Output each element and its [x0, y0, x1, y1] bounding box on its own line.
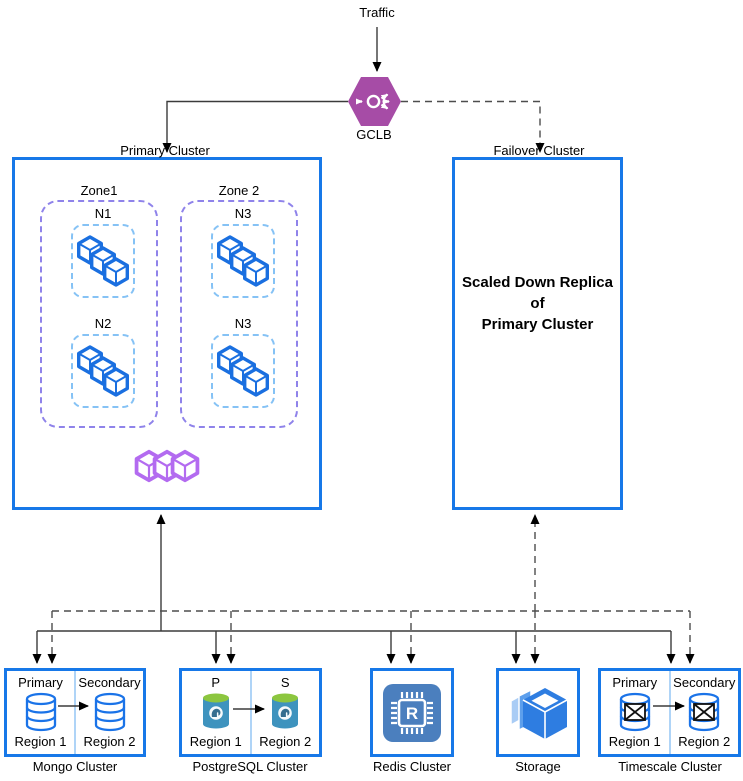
mongo-primary-role-label: Primary: [18, 675, 63, 690]
timescale-primary-half: Primary Region 1: [601, 671, 669, 754]
mongo-region1-label: Region 1: [14, 734, 67, 749]
node-n3a-box[interactable]: [211, 224, 275, 298]
mongo-cluster-box[interactable]: Primary Region 1 Secondary Region 2: [4, 668, 146, 757]
timescale-region2-label: Region 2: [678, 734, 731, 749]
pods-cubes-icon: [74, 345, 132, 402]
crossed-database-icon: [689, 692, 720, 732]
node-n2-label: N2: [94, 316, 112, 331]
primary-cluster-label: Primary Cluster: [120, 143, 210, 158]
mongo-secondary-half: Secondary Region 2: [74, 671, 143, 754]
zone1-label: Zone1: [80, 183, 118, 198]
mongo-primary-half: Primary Region 1: [7, 671, 74, 754]
postgres-secondary-half: S Region 2: [249, 671, 320, 754]
storage-title: Storage: [515, 759, 561, 774]
mongo-cluster-title: Mongo Cluster: [32, 759, 118, 774]
postgres-region2-label: Region 2: [259, 734, 312, 749]
postgres-secondary-role-label: S: [280, 675, 290, 690]
cloud-storage-box-icon: [510, 687, 568, 739]
storage-box[interactable]: [496, 668, 580, 757]
failover-cluster-box[interactable]: Scaled Down Replica of Primary Cluster: [452, 157, 623, 510]
failover-description: Scaled Down Replica of Primary Cluster: [455, 160, 620, 507]
gclb-label: GCLB: [356, 127, 392, 142]
gclb-hexagon: [348, 77, 401, 126]
redis-cluster-box[interactable]: R: [370, 668, 454, 757]
purple-pods-icon: [134, 448, 200, 489]
postgresql-cylinder-icon: [202, 693, 229, 729]
postgres-primary-role-label: P: [211, 675, 221, 690]
failover-cluster-label: Failover Cluster: [493, 143, 585, 158]
redis-cluster-title: Redis Cluster: [372, 759, 452, 774]
failover-description-line: Scaled Down Replica: [462, 274, 613, 291]
timescale-cluster-title: Timescale Cluster: [618, 759, 722, 774]
traffic-label: Traffic: [359, 5, 395, 20]
failover-description-line: of: [530, 295, 545, 312]
crossed-database-icon: [619, 692, 650, 732]
postgres-region1-label: Region 1: [189, 734, 242, 749]
pods-cubes-icon: [214, 235, 272, 292]
postgresql-cylinder-icon: [272, 693, 299, 729]
node-n3a-label: N3: [234, 206, 252, 221]
chip-pins: [391, 691, 433, 734]
mongo-region2-label: Region 2: [83, 734, 136, 749]
zone2-label: Zone 2: [218, 183, 260, 198]
redis-chip-letter: R: [406, 704, 418, 723]
pods-cubes-icon: [74, 235, 132, 292]
postgres-primary-half: P Region 1: [182, 671, 250, 754]
timescale-primary-role-label: Primary: [612, 675, 658, 690]
database-cylinder-icon: [25, 692, 56, 732]
postgresql-cluster-box[interactable]: P Region 1 S Region: [179, 668, 322, 757]
postgresql-cluster-title: PostgreSQL Cluster: [192, 759, 308, 774]
pods-cubes-icon: [214, 345, 272, 402]
timescale-cluster-box[interactable]: Primary Region 1 Secondary: [598, 668, 741, 757]
failover-description-line: Primary Cluster: [481, 316, 594, 333]
mongo-secondary-role-label: Secondary: [78, 675, 141, 690]
database-cylinder-icon: [94, 692, 125, 732]
timescale-secondary-half: Secondary Region 2: [668, 671, 739, 754]
memorystore-chip-icon: R: [383, 683, 441, 742]
timescale-region1-label: Region 1: [608, 734, 661, 749]
node-n3b-label: N3: [234, 316, 252, 331]
timescale-secondary-role-label: Secondary: [673, 675, 736, 690]
node-n3b-box[interactable]: [211, 334, 275, 408]
zone2-box[interactable]: [180, 200, 298, 428]
load-balancer-glyph: [356, 93, 390, 110]
node-n1-box[interactable]: [71, 224, 135, 298]
node-n2-box[interactable]: [71, 334, 135, 408]
node-n1-label: N1: [94, 206, 112, 221]
zone1-box[interactable]: [40, 200, 158, 428]
gclb-load-balancer-icon[interactable]: [348, 77, 401, 126]
